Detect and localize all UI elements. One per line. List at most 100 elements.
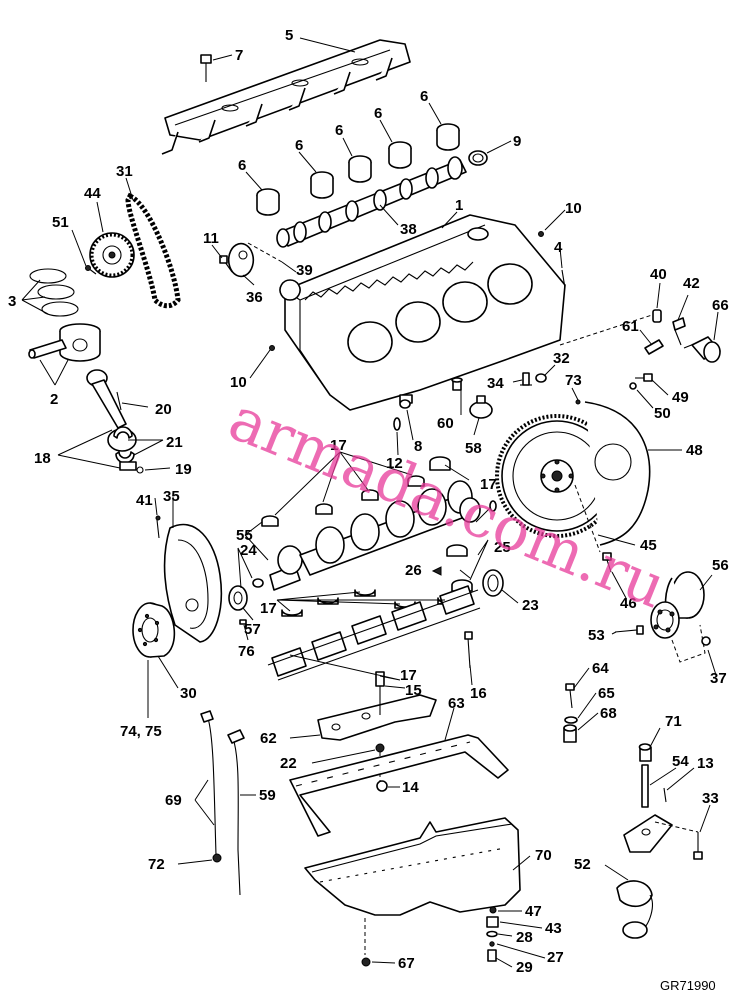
- callout-44: 44: [84, 185, 101, 202]
- callout-51: 51: [52, 214, 69, 231]
- callout-48: 48: [686, 442, 703, 459]
- callout-42: 42: [683, 275, 700, 292]
- callout-60: 60: [437, 415, 454, 432]
- callout-59: 59: [259, 787, 276, 804]
- callout-74-75: 74, 75: [120, 723, 162, 740]
- callout-6: 6: [374, 105, 382, 122]
- callout-3: 3: [8, 293, 16, 310]
- callout-10: 10: [230, 374, 247, 391]
- callout-6: 6: [238, 157, 246, 174]
- flywheel-dowel-73: [575, 399, 581, 405]
- callout-6: 6: [335, 122, 343, 139]
- callout-18: 18: [34, 450, 51, 467]
- callout-2: 2: [50, 391, 58, 408]
- harmonic-balancer: [132, 602, 176, 658]
- callout-68: 68: [600, 705, 617, 722]
- spacer-68: [563, 724, 577, 743]
- drain-plug-47: [489, 906, 497, 914]
- dowel-25: [489, 500, 497, 512]
- callout-16: 16: [470, 685, 487, 702]
- callout-4: 4: [554, 239, 563, 256]
- flywheel-bolt-path: [574, 484, 601, 553]
- oil-baffle: [317, 694, 437, 741]
- dipstick: [200, 710, 222, 863]
- callout-13: 13: [697, 755, 714, 772]
- cam-bearings: [256, 123, 460, 216]
- callout-25: 25: [494, 539, 511, 556]
- crankshaft: [269, 480, 481, 591]
- callout-24: 24: [240, 542, 257, 559]
- bolt-16: [464, 631, 473, 669]
- main-bearing-caps: [267, 585, 481, 681]
- pump-bolt-53: [614, 625, 644, 635]
- spacer-24: [252, 578, 264, 588]
- front-seal-57: [228, 585, 248, 611]
- cam-plug-9: [468, 150, 488, 166]
- callout-17: 17: [260, 600, 277, 617]
- washer-14: [376, 780, 388, 792]
- oil-pan-gasket: [289, 734, 509, 837]
- callout-17: 17: [480, 476, 497, 493]
- callout-26: 26: [405, 562, 422, 579]
- callout-65: 65: [598, 685, 615, 702]
- piston: [59, 323, 101, 362]
- oil-pickup-screen: [616, 880, 653, 939]
- washer-65: [564, 716, 578, 724]
- callout-54: 54: [672, 753, 689, 770]
- callout-37: 37: [710, 670, 727, 687]
- stud-15: [375, 671, 385, 715]
- timing-chain: [125, 192, 181, 309]
- camshaft: [276, 156, 467, 248]
- callout-46: 46: [620, 595, 637, 612]
- callout-labels: 5 7 6 6 6 6 6 6 9 31 44 51 3 2 11 36 39 …: [8, 27, 729, 976]
- washer-28: [486, 930, 498, 938]
- callout-72: 72: [148, 856, 165, 873]
- seal-27: [489, 941, 495, 947]
- callout-23: 23: [522, 597, 539, 614]
- callout-40: 40: [650, 266, 667, 283]
- flywheel-washer-50: [629, 382, 637, 390]
- arrow-26: [431, 566, 442, 576]
- bolt-64: [565, 683, 575, 709]
- callout-36: 36: [246, 289, 263, 306]
- callout-15: 15: [405, 682, 422, 699]
- sensor-58: [469, 395, 493, 419]
- callout-6: 6: [295, 137, 303, 154]
- callout-34: 34: [487, 375, 504, 392]
- thrust-bearing: [446, 544, 473, 592]
- bolt-51: [85, 265, 97, 275]
- callout-70: 70: [535, 847, 552, 864]
- bolt-7: [200, 54, 212, 82]
- callout-73: 73: [565, 372, 582, 389]
- piston-rings: [29, 268, 79, 317]
- callout-63: 63: [448, 695, 465, 712]
- block-stud-4: [561, 269, 566, 289]
- callout-64: 64: [592, 660, 609, 677]
- flywheel: [495, 401, 651, 546]
- callout-28: 28: [516, 929, 533, 946]
- callout-58: 58: [465, 440, 482, 457]
- bolt-33: [693, 832, 703, 860]
- callout-14: 14: [402, 779, 419, 796]
- bracket-leader: [654, 821, 699, 833]
- callout-20: 20: [155, 401, 172, 418]
- callout-57: 57: [244, 621, 261, 638]
- pickup-bracket: [623, 814, 673, 853]
- callout-21: 21: [166, 434, 183, 451]
- callout-43: 43: [545, 920, 562, 937]
- callout-47: 47: [525, 903, 542, 920]
- callout-22: 22: [280, 755, 297, 772]
- callout-12: 12: [386, 455, 403, 472]
- upper-main-bearings: [261, 456, 451, 527]
- callout-35: 35: [163, 488, 180, 505]
- lifter-guide-rail: [161, 39, 411, 155]
- oil-pump: [650, 571, 705, 639]
- pump-nut-37: [701, 636, 711, 646]
- drain-plug-34: [520, 372, 532, 386]
- rod-nut-19: [136, 466, 144, 474]
- callout-62: 62: [260, 730, 277, 747]
- knock-sensor-60: [451, 377, 463, 391]
- sleeve-71: [638, 743, 652, 762]
- fitting-61: [644, 339, 664, 355]
